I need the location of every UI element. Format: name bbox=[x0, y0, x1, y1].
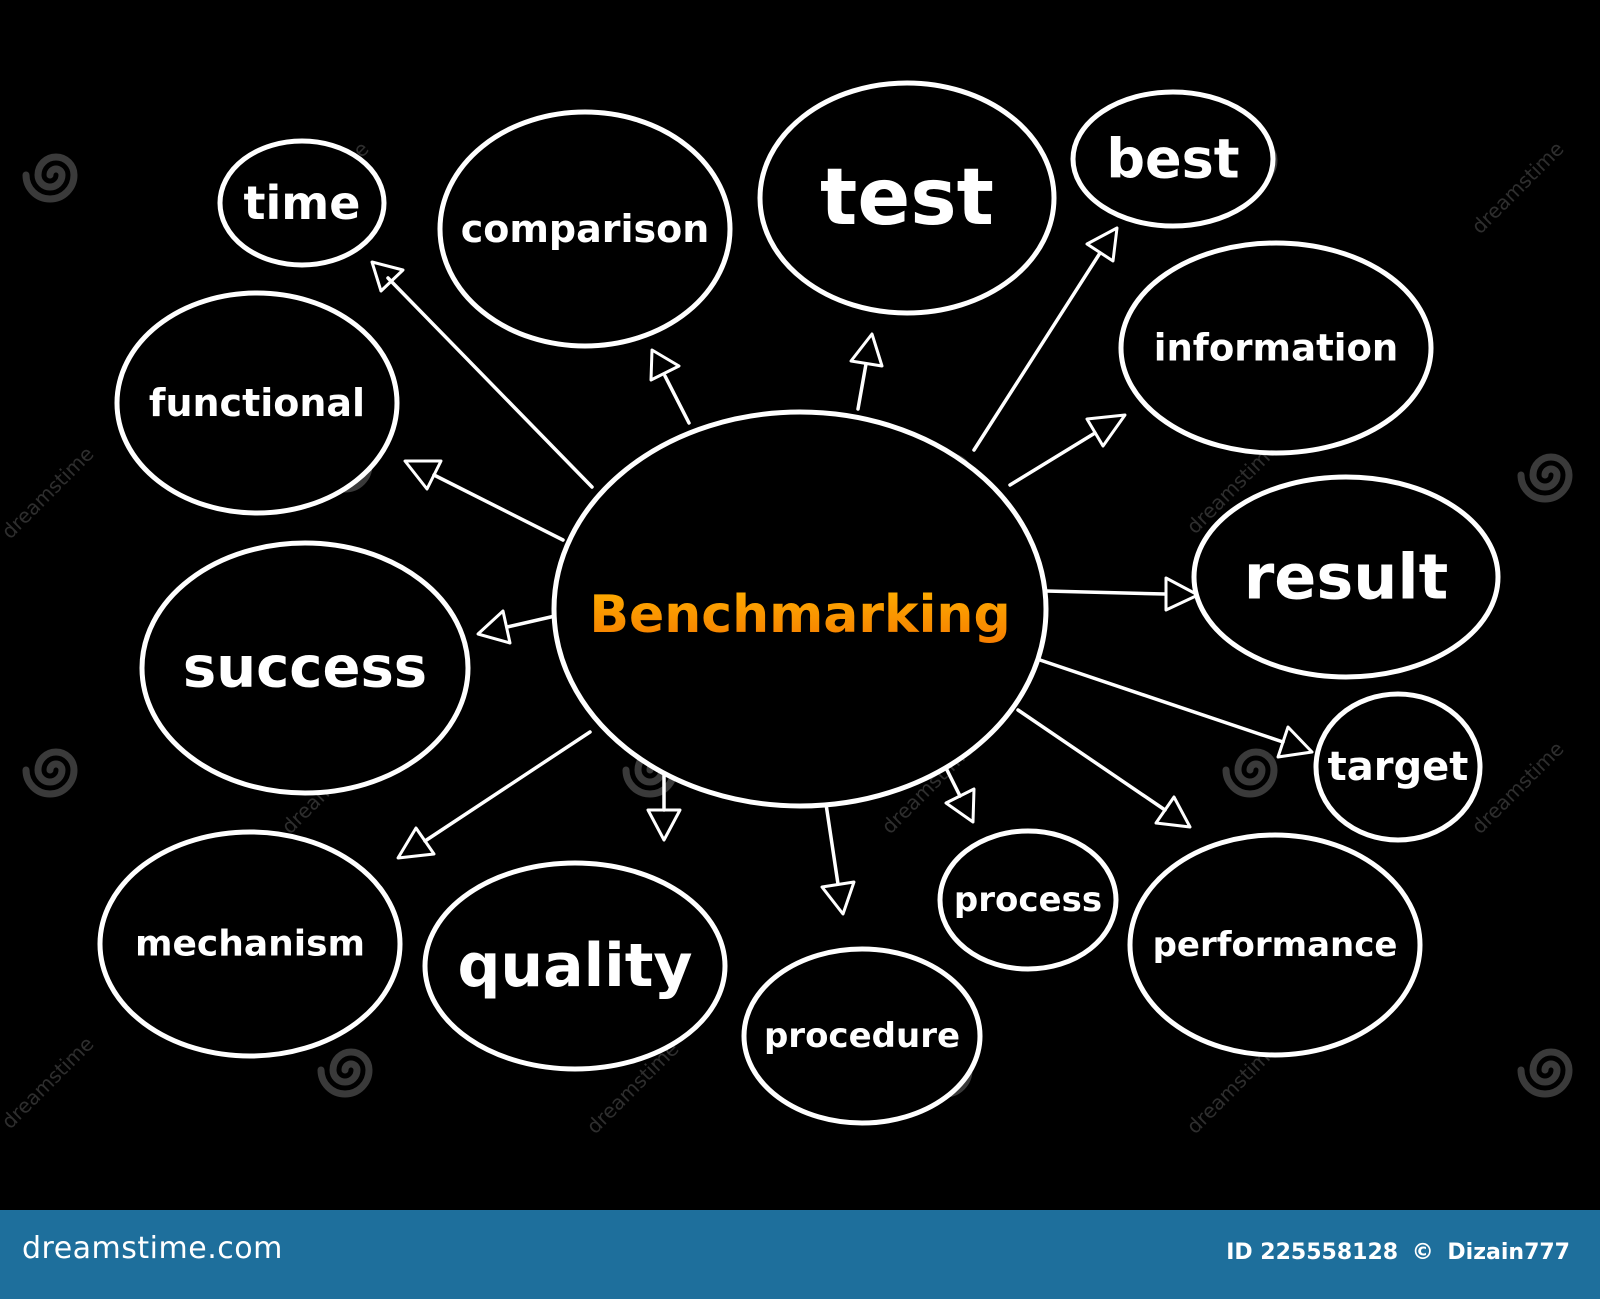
watermark-spiral-icon bbox=[1517, 1048, 1573, 1098]
center-node: Benchmarking bbox=[551, 409, 1049, 809]
node-quality: quality bbox=[422, 860, 728, 1072]
watermark-text: dreamstime bbox=[1467, 737, 1569, 839]
node-performance: performance bbox=[1127, 832, 1423, 1058]
node-process: process bbox=[937, 828, 1119, 972]
node-label-test: test bbox=[820, 153, 994, 243]
node-functional: functional bbox=[114, 290, 400, 516]
arrow-to-best bbox=[972, 226, 1119, 452]
mind-map-diagram: dreamstime dreamstime dreamstime dreamst… bbox=[0, 80, 1573, 1139]
arrow-to-performance bbox=[1016, 708, 1192, 829]
node-label-comparison: comparison bbox=[461, 207, 710, 251]
footer-bar: dreamstime.com ID 225558128 © Dizain777 bbox=[0, 1210, 1600, 1299]
node-label-time: time bbox=[244, 176, 361, 230]
arrow-to-functional bbox=[403, 459, 565, 542]
copyright-icon: © bbox=[1411, 1240, 1434, 1265]
arrow-to-information bbox=[1008, 413, 1127, 487]
node-best: best bbox=[1070, 89, 1276, 229]
watermark-spiral-icon bbox=[1222, 748, 1278, 798]
author-name: Dizain777 bbox=[1447, 1240, 1570, 1265]
node-label-process: process bbox=[954, 880, 1102, 920]
node-procedure: procedure bbox=[741, 946, 983, 1126]
node-test: test bbox=[757, 80, 1057, 316]
arrow-to-target bbox=[1038, 658, 1314, 759]
node-information: information bbox=[1118, 240, 1434, 456]
node-label-success: success bbox=[183, 636, 427, 701]
watermark-spiral-icon bbox=[317, 1048, 373, 1098]
image-id: ID 225558128 bbox=[1226, 1240, 1399, 1265]
arrow-to-test bbox=[849, 332, 884, 411]
center-node-label: Benchmarking bbox=[589, 585, 1010, 645]
watermark-spiral-icon bbox=[1517, 453, 1573, 503]
footer-logo-text: dreamstime.com bbox=[22, 1231, 283, 1266]
connector-arrows bbox=[370, 226, 1314, 916]
node-label-procedure: procedure bbox=[764, 1016, 960, 1056]
node-label-quality: quality bbox=[457, 931, 692, 1001]
watermark-text: dreamstime bbox=[0, 1032, 98, 1134]
node-label-best: best bbox=[1106, 128, 1239, 191]
node-label-performance: performance bbox=[1153, 925, 1398, 965]
node-success: success bbox=[139, 540, 471, 796]
watermark-spiral-icon bbox=[22, 153, 78, 203]
node-label-target: target bbox=[1328, 744, 1469, 790]
node-label-result: result bbox=[1244, 541, 1449, 614]
arrow-to-result bbox=[1044, 576, 1200, 612]
watermark-text: dreamstime bbox=[1467, 137, 1569, 239]
watermark-text: dreamstime bbox=[0, 442, 98, 544]
node-label-mechanism: mechanism bbox=[135, 924, 365, 965]
arrow-to-success bbox=[476, 609, 557, 645]
arrow-to-comparison bbox=[649, 348, 691, 425]
node-mechanism: mechanism bbox=[97, 829, 403, 1059]
node-target: target bbox=[1313, 691, 1483, 843]
arrow-to-time bbox=[370, 260, 594, 489]
node-label-functional: functional bbox=[149, 381, 365, 425]
node-time: time bbox=[217, 138, 387, 268]
arrow-to-procedure bbox=[820, 802, 856, 916]
footer-credit: ID 225558128 © Dizain777 bbox=[1226, 1240, 1570, 1265]
footer-logo[interactable]: dreamstime.com bbox=[22, 1231, 283, 1266]
node-comparison: comparison bbox=[437, 109, 733, 349]
arrow-to-quality bbox=[646, 768, 682, 842]
outer-nodes: time comparison test best information re… bbox=[97, 80, 1501, 1126]
watermark-spiral-icon bbox=[22, 748, 78, 798]
node-label-information: information bbox=[1154, 327, 1398, 370]
arrow-to-mechanism bbox=[396, 730, 592, 860]
node-result: result bbox=[1191, 474, 1501, 680]
